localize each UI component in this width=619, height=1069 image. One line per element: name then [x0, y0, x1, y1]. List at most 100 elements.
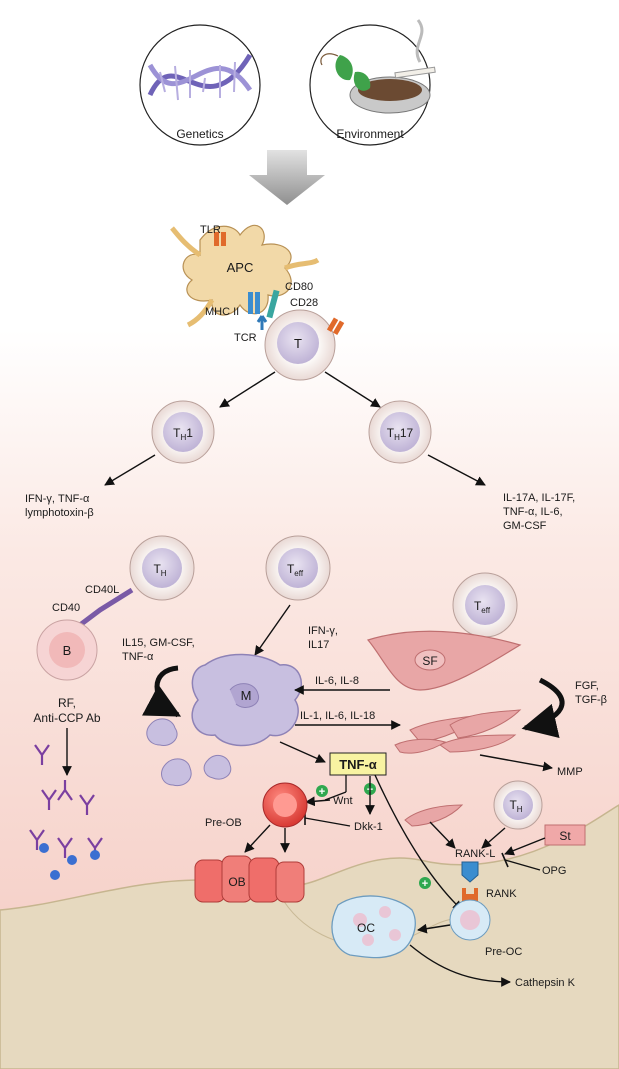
- svg-text:Teff: Teff: [287, 562, 304, 578]
- cd40-label: CD40: [52, 602, 80, 614]
- fibroblast-cluster: [394, 709, 522, 754]
- teff-cell-2: Teff: [452, 572, 518, 638]
- smoke-icon: [415, 19, 424, 63]
- b-output-line2: Anti-CCP Ab: [33, 711, 100, 725]
- arrow-tnf-to-preoc: [374, 774, 463, 911]
- arrow-to-mmp: [479, 754, 553, 772]
- arrow-th17-out: [427, 454, 486, 486]
- cd80-receptor: [266, 289, 280, 319]
- teff-cell-1: Teff: [265, 535, 331, 601]
- tnf-alpha-box: TNF-α: [329, 752, 387, 776]
- cd40l-label: CD40L: [85, 584, 119, 596]
- rank-label: RANK: [486, 888, 517, 900]
- cd80-label: CD80: [285, 281, 313, 293]
- th1-cytokines-line1: IFN-γ, TNF-α: [25, 493, 90, 505]
- genetics-label: Genetics: [176, 127, 223, 141]
- mmp-label: MMP: [557, 766, 583, 778]
- arrow-teff-to-macrophage: [254, 604, 291, 656]
- arrow-st-to-rankl: [504, 837, 546, 856]
- macrophage-cell: M: [191, 653, 303, 747]
- environment-circle: Environment: [309, 19, 436, 146]
- th17-cytokines-line3: GM-CSF: [503, 520, 547, 532]
- pre-oc-label: Pre-OC: [485, 946, 522, 958]
- rank-receptor: [462, 888, 478, 902]
- cathepsin-label: Cathepsin K: [515, 977, 576, 989]
- th1-label: T: [173, 426, 181, 440]
- svg-text:TH1: TH1: [173, 426, 193, 442]
- rankl-ligand: [461, 861, 479, 883]
- st-label: St: [559, 829, 571, 843]
- tlr-label: TLR: [200, 224, 221, 236]
- teff-label-1: T: [287, 562, 295, 576]
- th17-cytokines-line1: IL-17A, IL-17F,: [503, 492, 575, 504]
- svg-text:Teff: Teff: [474, 599, 491, 615]
- pre-ob-label: Pre-OB: [205, 817, 242, 829]
- cd28-label: CD28: [290, 297, 318, 309]
- th-bottom-label: T: [509, 798, 517, 812]
- immune-complexes-icon: [39, 843, 100, 880]
- arrow-preob-1: [244, 824, 271, 853]
- osteoclast-cell: OC: [331, 895, 416, 959]
- il1-label: IL-1, IL-6, IL-18: [300, 710, 375, 722]
- arrow-oc-to-cathepsin: [409, 944, 511, 987]
- synovial-fibroblast: SF: [366, 630, 522, 691]
- bacteria-icon: [335, 55, 353, 81]
- plus-icon-wnt: [316, 785, 328, 797]
- th1-cell: TH1: [151, 400, 215, 464]
- svg-text:+: +: [319, 786, 325, 798]
- il15-line2: TNF-α: [122, 651, 154, 663]
- oc-label: OC: [357, 921, 375, 935]
- opg-label: OPG: [542, 865, 566, 877]
- th-bottom-cell: TH: [493, 780, 543, 830]
- big-down-arrow: [249, 150, 325, 205]
- arrow-macrophage-to-tnf: [279, 741, 326, 763]
- mhc-receptor: [248, 292, 253, 314]
- il15-line1: IL15, GM-CSF,: [122, 637, 195, 649]
- arrow-th-to-rankl: [481, 827, 506, 849]
- th17-cytokines-line2: TNF-α, IL-6,: [503, 506, 563, 518]
- arrow-t-to-th17: [324, 371, 381, 408]
- sf-output-line1: FGF,: [575, 680, 599, 692]
- t-cell: T: [264, 309, 336, 381]
- th-helper-label: T: [153, 562, 161, 576]
- genetics-circle: Genetics: [139, 24, 261, 146]
- mhc-label: MHC II: [205, 306, 239, 318]
- plus-icon-tnf-oc: [419, 877, 431, 889]
- tcr-receptor: [256, 315, 268, 330]
- opg-inhibition-line: [504, 859, 541, 871]
- svg-text:+: +: [422, 878, 428, 890]
- tlr-receptor: [214, 232, 226, 246]
- th-helper-cell: TH: [129, 535, 195, 601]
- svg-text:TH17: TH17: [387, 426, 414, 442]
- cd40l-cd40-link: [78, 587, 134, 627]
- t-cell-label: T: [294, 336, 302, 351]
- wnt-label: Wnt: [333, 795, 353, 807]
- environment-label: Environment: [336, 127, 404, 141]
- osteoblast-cluster: OB: [194, 855, 305, 903]
- b-cell-label: B: [63, 643, 72, 658]
- arrow-wnt-to-preob: [305, 796, 331, 807]
- tcr-label: TCR: [234, 332, 257, 344]
- apc-label: APC: [227, 260, 254, 275]
- il6-il8-label: IL-6, IL-8: [315, 675, 359, 687]
- rankl-label: RANK-L: [455, 848, 495, 860]
- sf-output-line2: TGF-β: [575, 694, 607, 706]
- macrophage-label: M: [241, 688, 252, 703]
- teff-cytokines-line2: IL17: [308, 639, 329, 651]
- pre-ob-cell: [262, 782, 308, 828]
- b-output-line1: RF,: [58, 696, 76, 710]
- arrow-th1-out: [104, 454, 156, 486]
- teff-cytokines-line1: IFN-γ,: [308, 625, 338, 637]
- teff-label-2: T: [474, 599, 482, 613]
- apc-cell: APC: [170, 224, 320, 328]
- arrow-fibroblast-to-rankl: [429, 821, 456, 849]
- cigarette-icon: [394, 66, 436, 79]
- dkk-inhibition-line: [304, 817, 351, 827]
- sf-label: SF: [422, 654, 437, 668]
- fibroblast-lower: [404, 804, 464, 827]
- arrow-sf-growth: [521, 677, 565, 739]
- ob-label: OB: [228, 875, 245, 889]
- stromal-cell: [544, 824, 586, 846]
